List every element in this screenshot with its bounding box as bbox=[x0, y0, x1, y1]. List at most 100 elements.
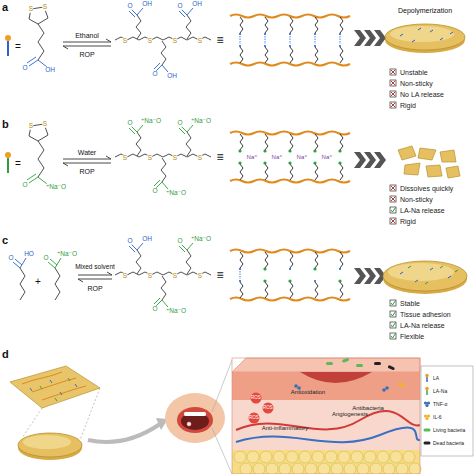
reaction-label: ROP bbox=[87, 285, 102, 292]
process-chevrons bbox=[364, 30, 376, 46]
tissue-block bbox=[286, 451, 298, 463]
atom-label: OH bbox=[192, 1, 203, 8]
atom-label: S bbox=[122, 155, 127, 162]
tissue-block bbox=[300, 372, 372, 383]
atom-label: S bbox=[147, 38, 152, 45]
cytokine-icon bbox=[385, 386, 389, 390]
checkbox-icon bbox=[390, 196, 396, 202]
tissue-block bbox=[312, 451, 324, 463]
legend-icon bbox=[424, 429, 431, 432]
atom-label: O bbox=[22, 65, 28, 72]
tissue-block bbox=[396, 463, 408, 474]
tissue-block bbox=[377, 451, 389, 463]
ion-label: Na⁺ bbox=[247, 154, 258, 160]
polymer-bonds bbox=[115, 8, 211, 72]
effect-label: Antioxidation bbox=[291, 389, 325, 395]
la-na-icon bbox=[7, 158, 9, 173]
tissue-block bbox=[232, 400, 420, 450]
tissue-block bbox=[351, 451, 363, 463]
bacteria-icon bbox=[326, 358, 395, 371]
film-disc bbox=[388, 263, 454, 281]
chain-schematic bbox=[288, 161, 291, 164]
reaction-label: ROP bbox=[79, 168, 94, 175]
checkbox-icon bbox=[391, 103, 395, 107]
atom-label: O bbox=[43, 255, 49, 262]
checkbox-icon bbox=[390, 207, 396, 213]
chain-schematic bbox=[263, 279, 266, 282]
equivalence-sign: ≡ bbox=[216, 269, 223, 281]
atom-label: ⁺Na⁻O bbox=[140, 118, 161, 125]
chain-schematic bbox=[338, 161, 341, 164]
atom-label: O bbox=[8, 255, 14, 262]
ion-label: Na⁺ bbox=[322, 154, 333, 160]
zoom-line bbox=[212, 360, 232, 474]
tissue-block bbox=[232, 372, 420, 400]
checkbox-icon bbox=[391, 219, 395, 223]
tissue-block bbox=[266, 463, 278, 474]
monomer-bonds bbox=[27, 124, 111, 184]
film-disc bbox=[385, 24, 465, 50]
property-label: Tissue adhesion bbox=[400, 311, 451, 318]
property-label: Non-sticky bbox=[400, 80, 433, 87]
atom-label: O bbox=[152, 188, 158, 195]
atom-label: S bbox=[172, 38, 177, 45]
chain-schematic bbox=[263, 149, 266, 152]
tissue-block bbox=[344, 463, 356, 474]
equivalence-sign: ≡ bbox=[216, 34, 223, 46]
ros-label: ROS bbox=[263, 406, 273, 411]
tissue-block bbox=[403, 451, 415, 463]
checkbox-icon bbox=[391, 208, 396, 213]
atom-label: S bbox=[197, 38, 202, 45]
chain-schematic bbox=[263, 267, 341, 282]
tissue-block bbox=[357, 463, 369, 474]
chain-schematic bbox=[288, 279, 291, 282]
polymer-bonds bbox=[129, 243, 143, 252]
chain-schematic bbox=[313, 149, 316, 152]
cytokine-icon bbox=[382, 388, 386, 392]
ros-label: ROS bbox=[251, 396, 261, 401]
application-arrow bbox=[88, 424, 160, 442]
legend-icon bbox=[425, 374, 429, 382]
polymer-bonds bbox=[115, 243, 211, 307]
legend-icon bbox=[425, 374, 429, 378]
film-sheet bbox=[22, 372, 86, 400]
tissue-block bbox=[279, 463, 291, 474]
legend-icon bbox=[424, 442, 431, 445]
film-disc bbox=[383, 261, 467, 294]
monomer-bonds bbox=[29, 7, 48, 60]
atom-label: OH bbox=[142, 236, 153, 243]
film-fragments bbox=[426, 165, 442, 177]
legend-icon bbox=[425, 404, 428, 407]
checkbox-icon bbox=[391, 334, 396, 339]
atom-label: S bbox=[42, 4, 47, 11]
mouth-illustration bbox=[181, 412, 209, 430]
checkbox-icon bbox=[390, 80, 396, 86]
mouth-illustration bbox=[165, 393, 225, 443]
zoom-line bbox=[22, 388, 100, 440]
checkbox-icon bbox=[390, 322, 396, 328]
tissue-block bbox=[331, 463, 343, 474]
tissue-block bbox=[236, 411, 420, 430]
row-c-art bbox=[13, 243, 467, 339]
chain-schematic bbox=[263, 161, 266, 164]
atom-label: O bbox=[127, 238, 133, 245]
plus-sign: + bbox=[35, 277, 41, 287]
property-label: Rigid bbox=[400, 102, 416, 109]
chain-schematic bbox=[240, 268, 340, 282]
process-chevrons bbox=[354, 152, 366, 168]
process-chevrons bbox=[354, 152, 386, 168]
process-chevrons bbox=[374, 30, 386, 46]
atom-label: O bbox=[152, 306, 158, 313]
checkbox-icon bbox=[391, 312, 396, 317]
atom-label: O bbox=[127, 120, 133, 127]
film-sheet bbox=[30, 380, 77, 395]
property-label: Unstable bbox=[400, 69, 428, 76]
tissue-block bbox=[338, 451, 350, 463]
bacteria-icon bbox=[326, 362, 333, 365]
film-fragments bbox=[398, 146, 416, 160]
la-icon bbox=[7, 41, 9, 56]
checkbox-icon bbox=[390, 185, 396, 224]
row-a-art bbox=[5, 7, 465, 108]
chain-schematic bbox=[230, 250, 350, 301]
